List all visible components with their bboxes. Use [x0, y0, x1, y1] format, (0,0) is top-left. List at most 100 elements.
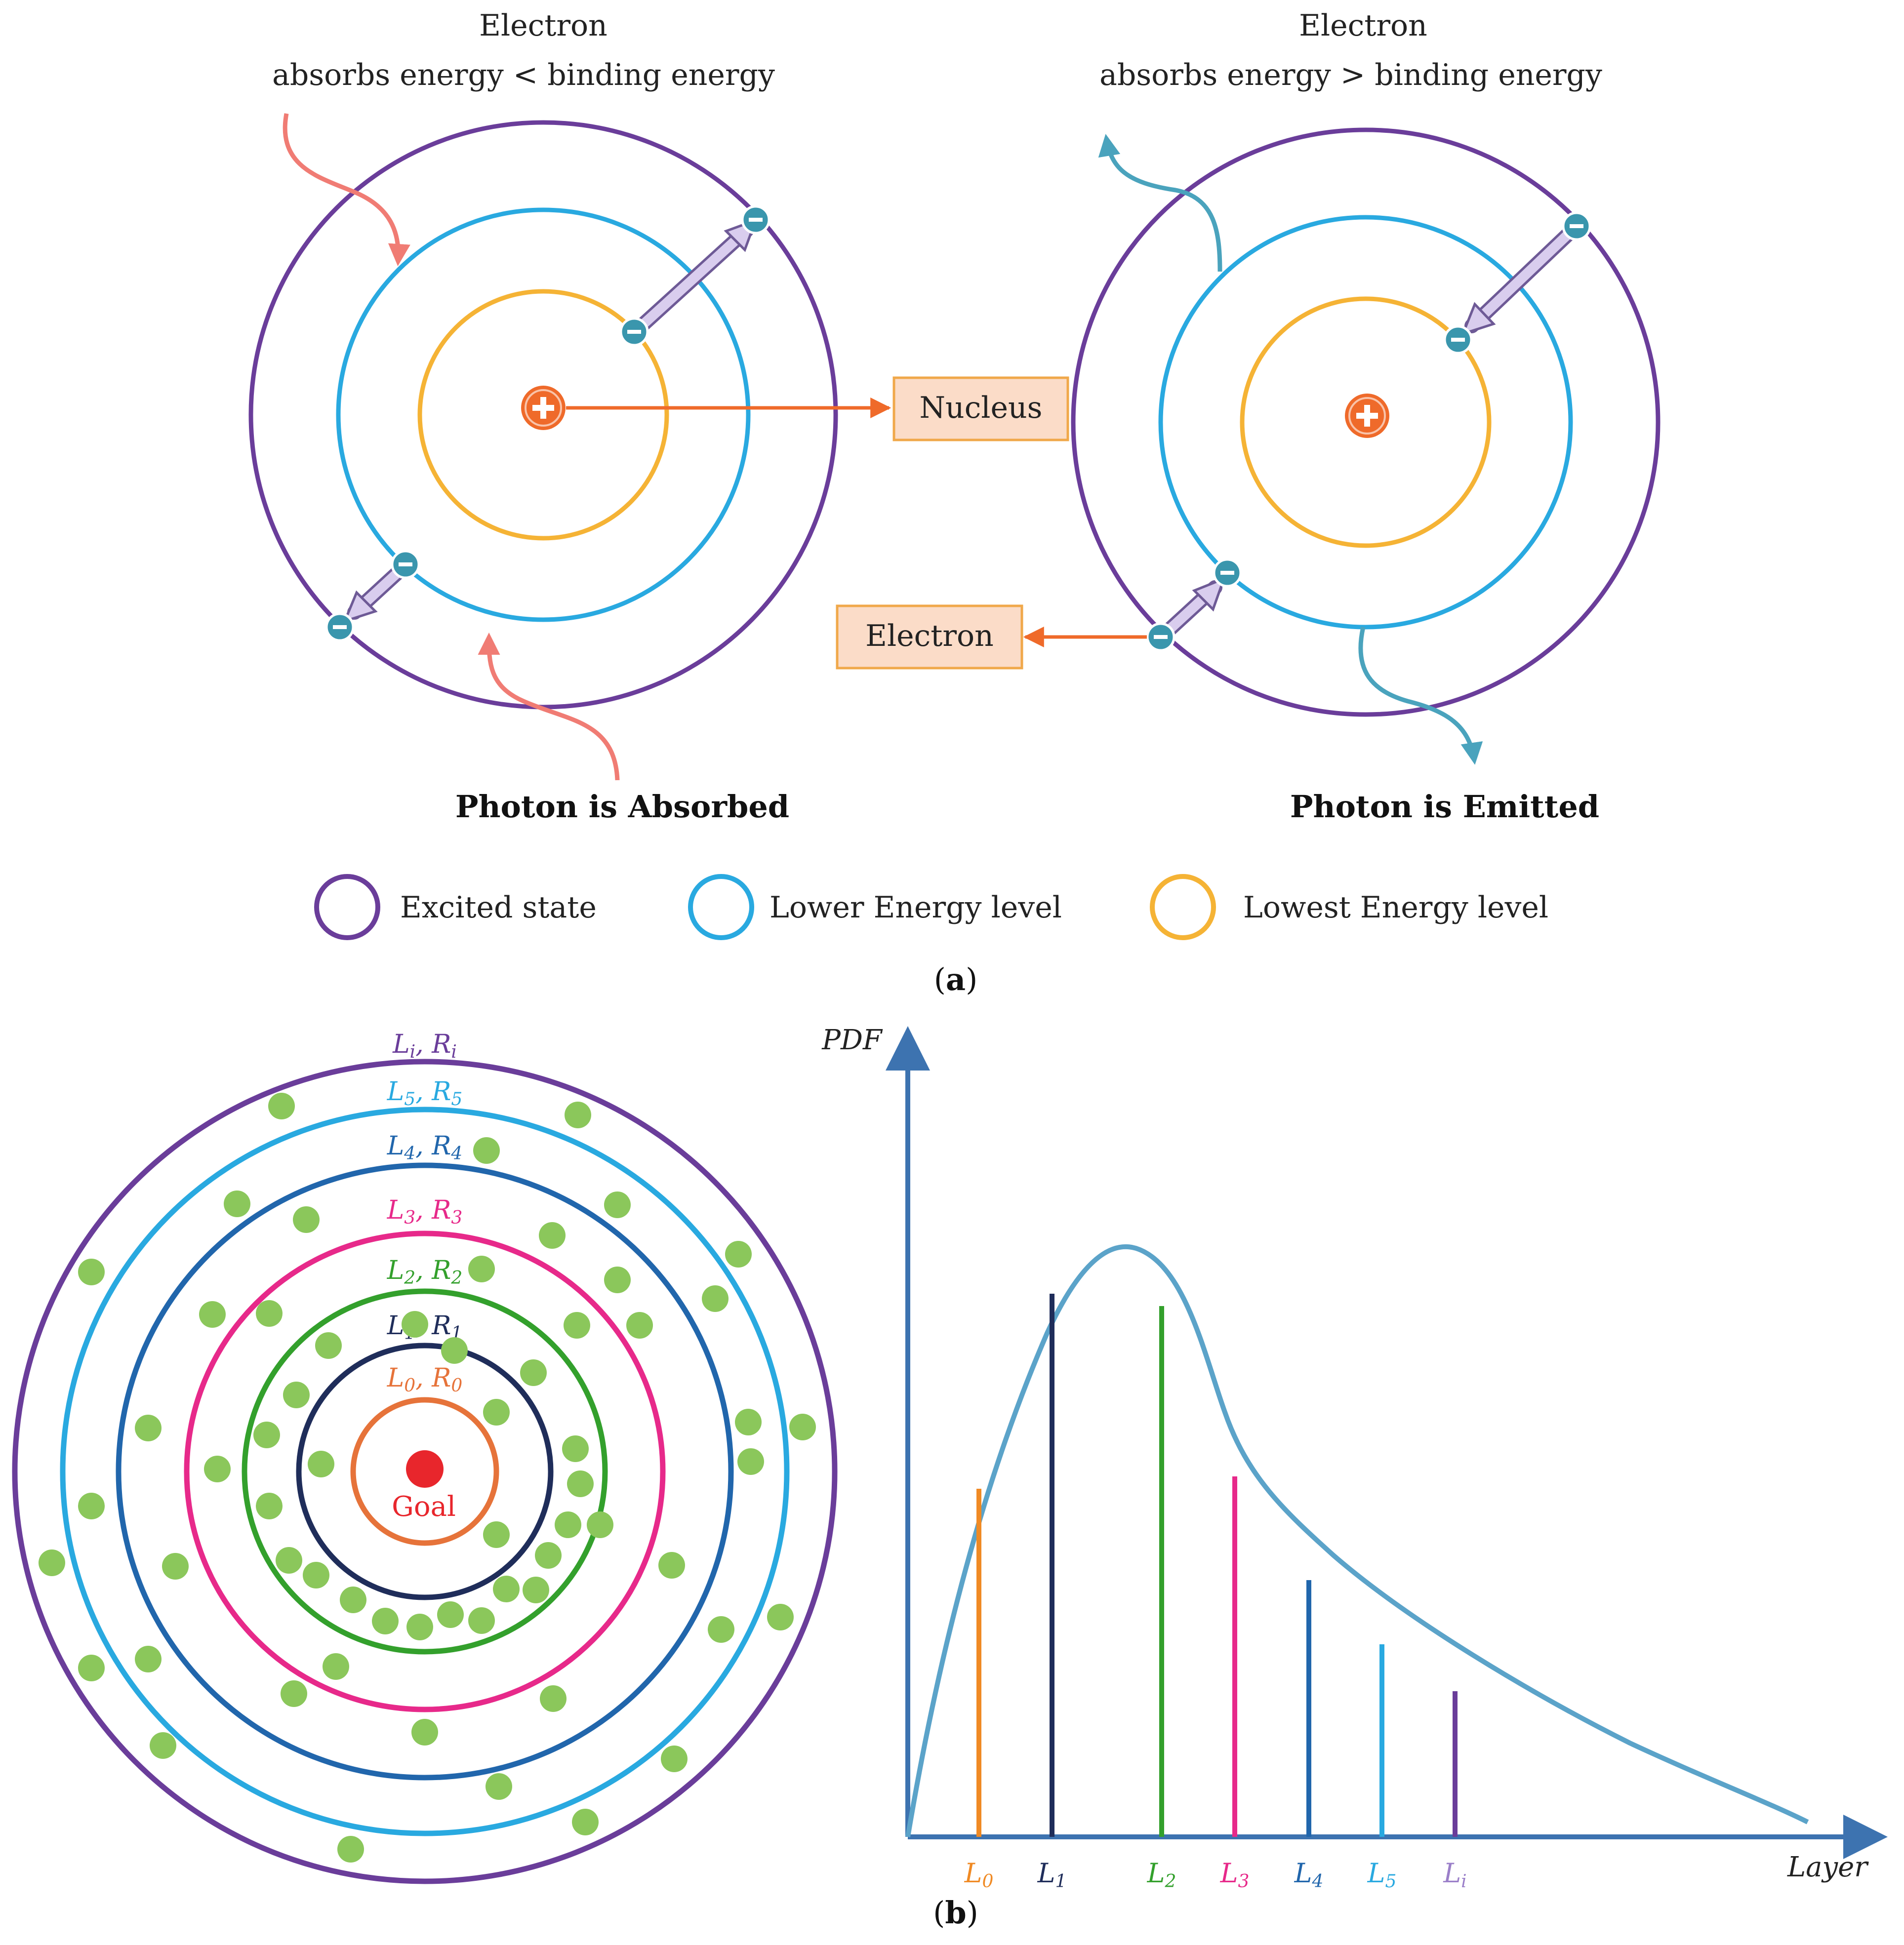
y-axis-label: PDF: [821, 1024, 883, 1056]
tick-label-Li: Li: [1443, 1858, 1466, 1892]
electron-label: Electron: [865, 619, 994, 653]
particle-dot: [564, 1312, 590, 1339]
particle-dot: [587, 1511, 613, 1538]
right-title-line2: absorbs energy > binding energy: [1099, 58, 1602, 92]
left-caption: Photon is Absorbed: [455, 789, 789, 825]
particle-dot: [737, 1448, 764, 1475]
particle-dot: [204, 1456, 231, 1482]
particle-dot: [702, 1285, 729, 1312]
left-title-line1: Electron: [479, 8, 608, 43]
particle-dot: [308, 1451, 334, 1477]
particle-dot: [604, 1191, 631, 1218]
particle-dot: [572, 1809, 599, 1835]
electron-icon: [741, 205, 770, 235]
particle-dot: [789, 1414, 816, 1440]
particle-dot: [256, 1493, 283, 1519]
particle-dot: [441, 1337, 468, 1364]
particle-dot: [483, 1399, 510, 1426]
particle-dot: [473, 1137, 500, 1164]
particle-dot: [78, 1493, 105, 1519]
particle-dot: [661, 1746, 688, 1772]
particle-dot: [276, 1547, 302, 1574]
particle-cloud: [39, 1093, 816, 1863]
emitted-photon-arrow-bottom: [1358, 627, 1483, 765]
particle-dot: [767, 1604, 794, 1630]
particle-dot: [437, 1601, 464, 1628]
left-title-line2: absorbs energy < binding energy: [272, 58, 775, 92]
particle-dot: [468, 1256, 495, 1282]
pdf-chart: PDF Layer L0 L1 L2 L3 L4 L5 Li: [821, 1024, 1888, 1892]
particle-dot: [340, 1587, 366, 1613]
nucleus-label: Nucleus: [920, 391, 1043, 425]
ring-L2: [242, 1288, 608, 1655]
electron-icon: [1146, 622, 1175, 652]
incoming-photon-arrow-bottom: [478, 633, 620, 781]
right-jump-arrowhead-lower: [1192, 576, 1226, 612]
right-title-line1: Electron: [1299, 8, 1427, 43]
tick-label-L4: L4: [1294, 1858, 1324, 1892]
particle-dot: [323, 1653, 349, 1680]
ring-L4: [116, 1162, 734, 1781]
particle-dot: [540, 1685, 567, 1712]
layer-tick-labels: L0 L1 L2 L3 L4 L5 Li: [964, 1858, 1467, 1892]
ring-label-Li: Li, Ri: [392, 1030, 457, 1062]
panel-a-label: (a): [934, 961, 978, 997]
right-excited-orbit: [1071, 127, 1661, 717]
particle-dot: [315, 1332, 342, 1359]
right-lower-orbit: [1158, 215, 1573, 630]
electron-icon: [1213, 558, 1242, 588]
tick-label-L5: L5: [1367, 1858, 1397, 1892]
electron-icon: [391, 550, 420, 579]
layer-lines: [976, 1294, 1458, 1837]
left-atom: [248, 113, 838, 781]
particle-dot: [493, 1576, 520, 1602]
ring-label-L3: L3, R3: [387, 1195, 463, 1228]
emitted-photon-arrow-top: [1098, 134, 1222, 272]
panel-b: Li, Ri L5, R5 L4, R4 L3, R3 L2, R2 L1, R…: [12, 1024, 1888, 1931]
particle-dot: [199, 1301, 226, 1328]
legend-excited-swatch: [314, 874, 380, 940]
ring-label-L2: L2, R2: [387, 1256, 463, 1288]
left-jump-arrow-upper-fill: [632, 225, 752, 335]
particle-dot: [523, 1577, 549, 1603]
right-caption: Photon is Emitted: [1290, 789, 1599, 825]
tick-label-L3: L3: [1220, 1858, 1250, 1892]
nucleus-plus-icon: [521, 386, 566, 430]
pdf-curve: [905, 1244, 1809, 1837]
particle-dot: [406, 1614, 433, 1640]
particle-dot: [468, 1607, 495, 1634]
particle-dot: [224, 1191, 250, 1217]
electron-icon: [619, 317, 649, 347]
incoming-photon-arrow-top: [283, 113, 410, 266]
particle-dot: [162, 1553, 189, 1580]
particle-dot: [78, 1655, 105, 1681]
right-atom: [1071, 127, 1661, 765]
right-lowest-orbit: [1240, 296, 1492, 548]
particle-dot: [604, 1267, 631, 1293]
ring-label-L0: L0, R0: [387, 1363, 463, 1396]
ring-label-L5: L5, R5: [387, 1077, 463, 1110]
particle-dot: [268, 1093, 295, 1119]
ring-L1: [296, 1343, 554, 1600]
legend-lowest-swatch: [1150, 874, 1216, 940]
particle-dot: [135, 1646, 162, 1672]
particle-dot: [565, 1102, 591, 1128]
tick-label-L2: L2: [1147, 1858, 1176, 1892]
panel-a: Electron absorbs energy < binding energy…: [248, 8, 1661, 997]
particle-dot: [483, 1521, 510, 1548]
goal-icon: [406, 1450, 444, 1488]
x-axis-label: Layer: [1787, 1851, 1869, 1883]
particle-dot: [283, 1382, 310, 1408]
left-lower-orbit: [336, 207, 751, 622]
left-lowest-orbit: [417, 289, 669, 541]
particle-dot: [256, 1300, 283, 1327]
particle-dot: [293, 1206, 320, 1233]
legend-lowest-label: Lowest Energy level: [1243, 890, 1548, 925]
particle-dot: [78, 1259, 105, 1285]
legend-excited-label: Excited state: [400, 890, 597, 925]
particle-dot: [708, 1616, 734, 1643]
particle-dot: [658, 1552, 685, 1579]
particle-dot: [486, 1773, 512, 1800]
goal-label: Goal: [392, 1491, 456, 1523]
